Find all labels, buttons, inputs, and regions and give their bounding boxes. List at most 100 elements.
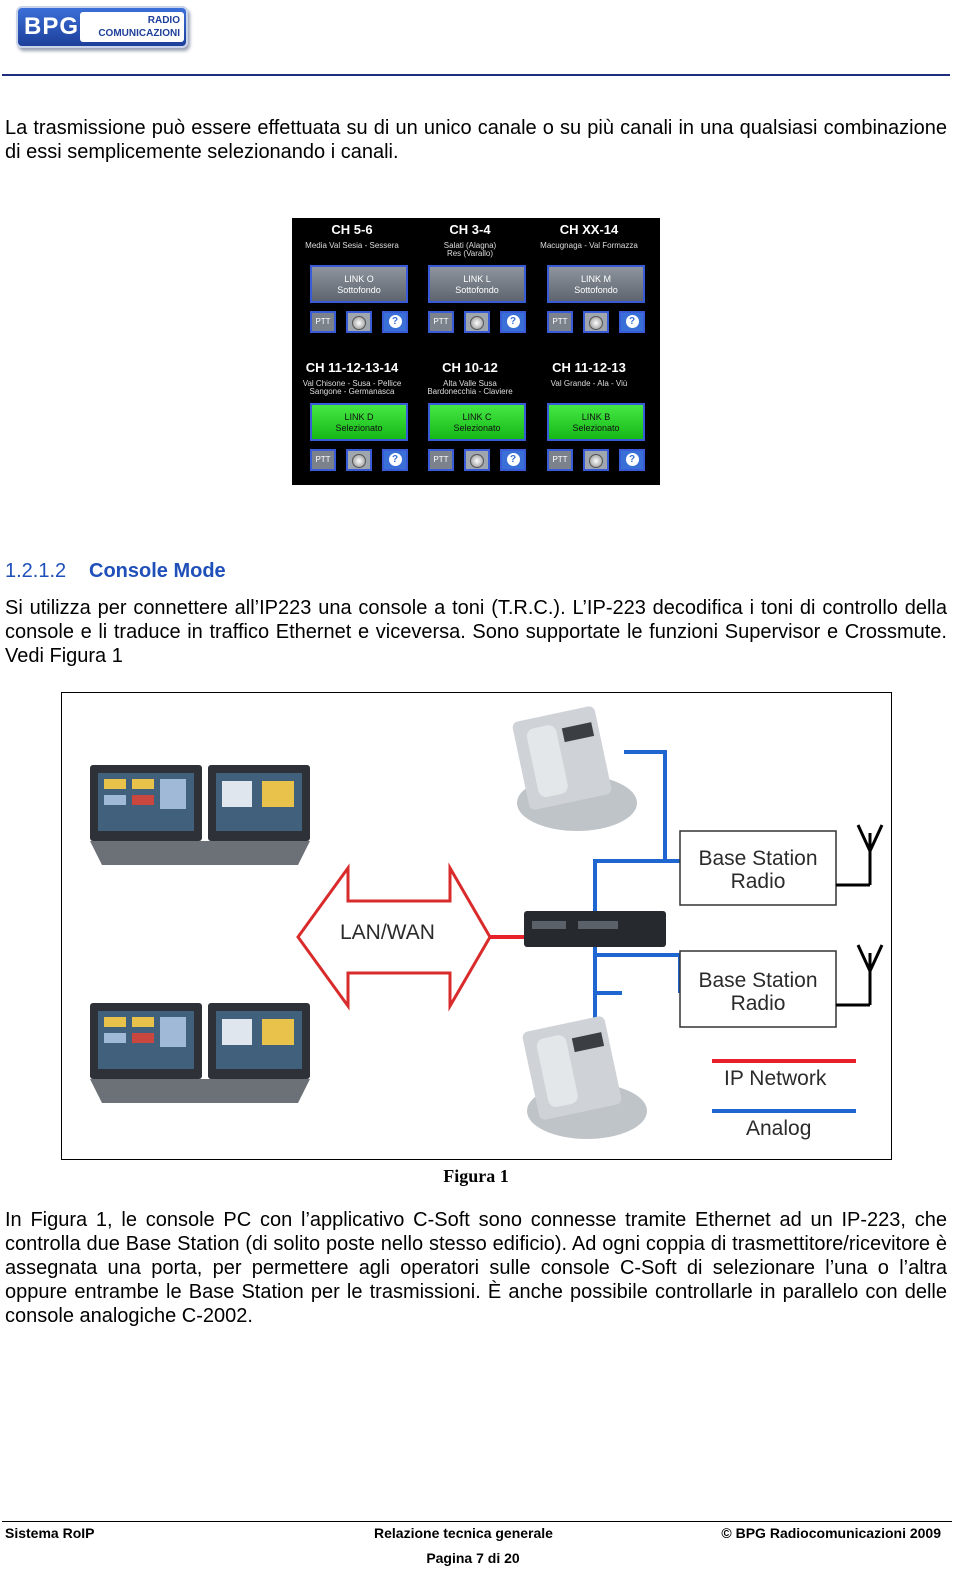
base-station-1-label: Base Station Radio	[680, 847, 836, 893]
link-status: Sottofondo	[337, 285, 381, 295]
help-button[interactable]: ?	[619, 449, 645, 471]
help-icon: ?	[506, 453, 520, 466]
logo-line-1: RADIO	[147, 15, 180, 26]
footer-center: Relazione tecnica generale	[374, 1525, 553, 1541]
base-station-box	[679, 950, 837, 1028]
figure-caption: Figura 1	[443, 1166, 509, 1186]
base-station-1-line-1: Base Station	[698, 847, 818, 870]
help-button[interactable]: ?	[500, 449, 526, 471]
base-station-1-line-2: Radio	[730, 870, 786, 893]
help-button[interactable]: ?	[382, 311, 408, 333]
channel-area-line-2: Bardonecchia - Claviere	[427, 387, 513, 396]
section-paragraph: Si utilizza per connettere all’IP223 una…	[5, 597, 947, 667]
link-status: Selezionato	[453, 423, 501, 433]
channel-controls: PTT?	[428, 449, 526, 473]
footer-divider	[2, 1521, 952, 1522]
volume-knob-button[interactable]	[464, 311, 490, 333]
help-button[interactable]: ?	[619, 311, 645, 333]
volume-knob-button[interactable]	[346, 449, 372, 471]
channel-name: CH 5-6	[331, 222, 373, 237]
header-divider	[2, 74, 950, 76]
volume-knob-button[interactable]	[464, 449, 490, 471]
antenna-icon	[836, 944, 884, 1007]
channel-area-line-1: Media Val Sesia - Sessera	[305, 241, 399, 250]
help-icon: ?	[625, 453, 639, 466]
knob-icon	[352, 316, 366, 330]
company-logo: BPG RADIO COMUNICAZIONI	[16, 6, 188, 48]
channel-area-line-2: Sangone - Germanasca	[309, 387, 395, 396]
base-station-box	[679, 830, 837, 906]
channel-area-line-1: Salati (Alagna)	[443, 241, 497, 250]
console-workstation-icon	[90, 765, 310, 865]
help-button[interactable]: ?	[500, 311, 526, 333]
legend-ip-label: IP Network	[724, 1067, 827, 1090]
antenna-icon	[836, 824, 884, 887]
knob-icon	[470, 316, 484, 330]
help-icon: ?	[388, 315, 402, 328]
link-name: LINK O	[344, 274, 374, 284]
ptt-button[interactable]: PTT	[310, 311, 336, 333]
ptt-button[interactable]: PTT	[428, 449, 454, 471]
network-diagram: LAN/WAN Base Station Radio Base Station …	[61, 692, 892, 1160]
link-name: LINK C	[462, 412, 492, 422]
link-status: Selezionato	[572, 423, 620, 433]
base-station-2-line-1: Base Station	[698, 969, 818, 992]
link-status: Selezionato	[335, 423, 383, 433]
knob-icon	[589, 316, 603, 330]
channel-controls: PTT?	[428, 311, 526, 335]
footer-right: © BPG Radiocomunicazioni 2009	[721, 1525, 941, 1541]
desk-phone-icon	[512, 706, 637, 831]
channel-name: CH 10-12	[442, 360, 498, 375]
volume-knob-button[interactable]	[346, 311, 372, 333]
link-name: LINK D	[344, 412, 374, 422]
intro-paragraph: La trasmissione può essere effettuata su…	[5, 117, 947, 163]
ptt-button[interactable]: PTT	[310, 449, 336, 471]
ptt-button[interactable]: PTT	[547, 311, 573, 333]
base-station-2-label: Base Station Radio	[680, 969, 836, 1015]
body-paragraph-text-end: È anche possibile controllarle in parall…	[5, 1281, 947, 1327]
link-status: Sottofondo	[455, 285, 499, 295]
channel-area-line-1: Alta Valle Susa	[443, 379, 497, 388]
help-button[interactable]: ?	[382, 449, 408, 471]
volume-knob-button[interactable]	[583, 449, 609, 471]
help-icon: ?	[625, 315, 639, 328]
link-status: Sottofondo	[574, 285, 618, 295]
logo-main-text: BPG	[24, 13, 80, 40]
footer-left: Sistema RoIP	[5, 1525, 95, 1541]
link-name: LINK B	[581, 412, 611, 422]
channel-name: CH 11-12-13	[552, 360, 626, 375]
help-icon: ?	[506, 315, 520, 328]
logo-side-text: RADIO COMUNICAZIONI	[80, 12, 184, 42]
channel-area-line-1: Macugnaga - Val Formazza	[540, 241, 638, 250]
ptt-button[interactable]: PTT	[547, 449, 573, 471]
desk-phone-icon	[522, 1016, 647, 1139]
help-icon: ?	[388, 453, 402, 466]
body-paragraph-text: In Figura 1, le console PC con l’applica…	[5, 1209, 947, 1303]
section-number: 1.2.1.2	[5, 560, 67, 582]
channel-name: CH 11-12-13-14	[305, 360, 399, 375]
ptt-button[interactable]: PTT	[428, 311, 454, 333]
channel-controls: PTT?	[310, 449, 408, 473]
channel-area-line-2: Res (Varallo)	[446, 249, 494, 258]
knob-icon	[470, 454, 484, 468]
volume-knob-button[interactable]	[583, 311, 609, 333]
logo-line-2: COMUNICAZIONI	[98, 28, 180, 39]
channel-area: Salati (Alagna)Res (Varallo)	[410, 242, 530, 258]
channel-area: Media Val Sesia - Sessera	[292, 242, 412, 250]
section-title: Console Mode	[89, 560, 226, 582]
